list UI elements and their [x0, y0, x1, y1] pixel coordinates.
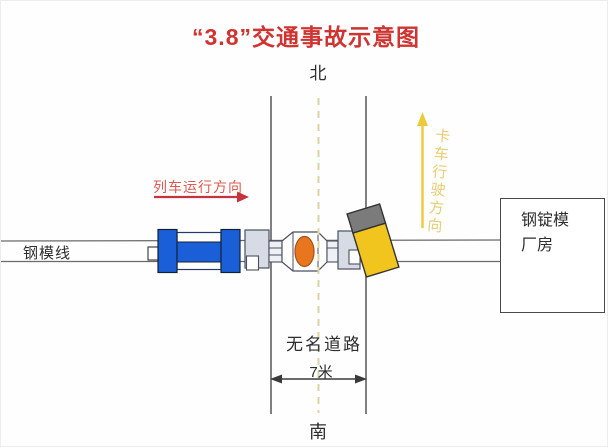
building-box: 钢锭模 厂房 — [500, 198, 605, 313]
truck — [346, 203, 400, 278]
north-label: 北 — [309, 64, 327, 83]
road-width-arrow-head-left — [270, 374, 282, 384]
train-direction-label: 列车运行方向 — [153, 179, 243, 195]
road-width-arrow-head-right — [355, 374, 367, 384]
diagram-title: “3.8”交通事故示意图 — [192, 24, 420, 50]
south-label: 南 — [309, 422, 327, 442]
truck-cab — [346, 203, 387, 234]
buffer-notch — [245, 255, 260, 271]
building-label-line1: 钢锭模 — [521, 212, 570, 229]
truck-direction-arrow-icon — [417, 112, 428, 228]
steel-ingot-mold-load — [294, 235, 315, 268]
building-label-line2: 厂房 — [521, 236, 554, 254]
locomotive-end-cap — [220, 228, 241, 274]
train-assembly — [147, 228, 361, 274]
road-width-arrow-icon — [270, 374, 367, 384]
coupler — [268, 240, 283, 263]
coupler — [326, 240, 339, 263]
truck-direction-arrow-head — [417, 112, 428, 126]
train-direction-arrow-icon — [154, 191, 249, 203]
locomotive-hood — [176, 241, 222, 263]
rail-line-label: 钢模线 — [23, 245, 72, 262]
road-width-label: 7米 — [309, 364, 333, 381]
road-name-label: 无名道路 — [286, 335, 362, 354]
locomotive-end-cap — [157, 228, 178, 274]
train-direction-arrow-head — [237, 191, 249, 203]
